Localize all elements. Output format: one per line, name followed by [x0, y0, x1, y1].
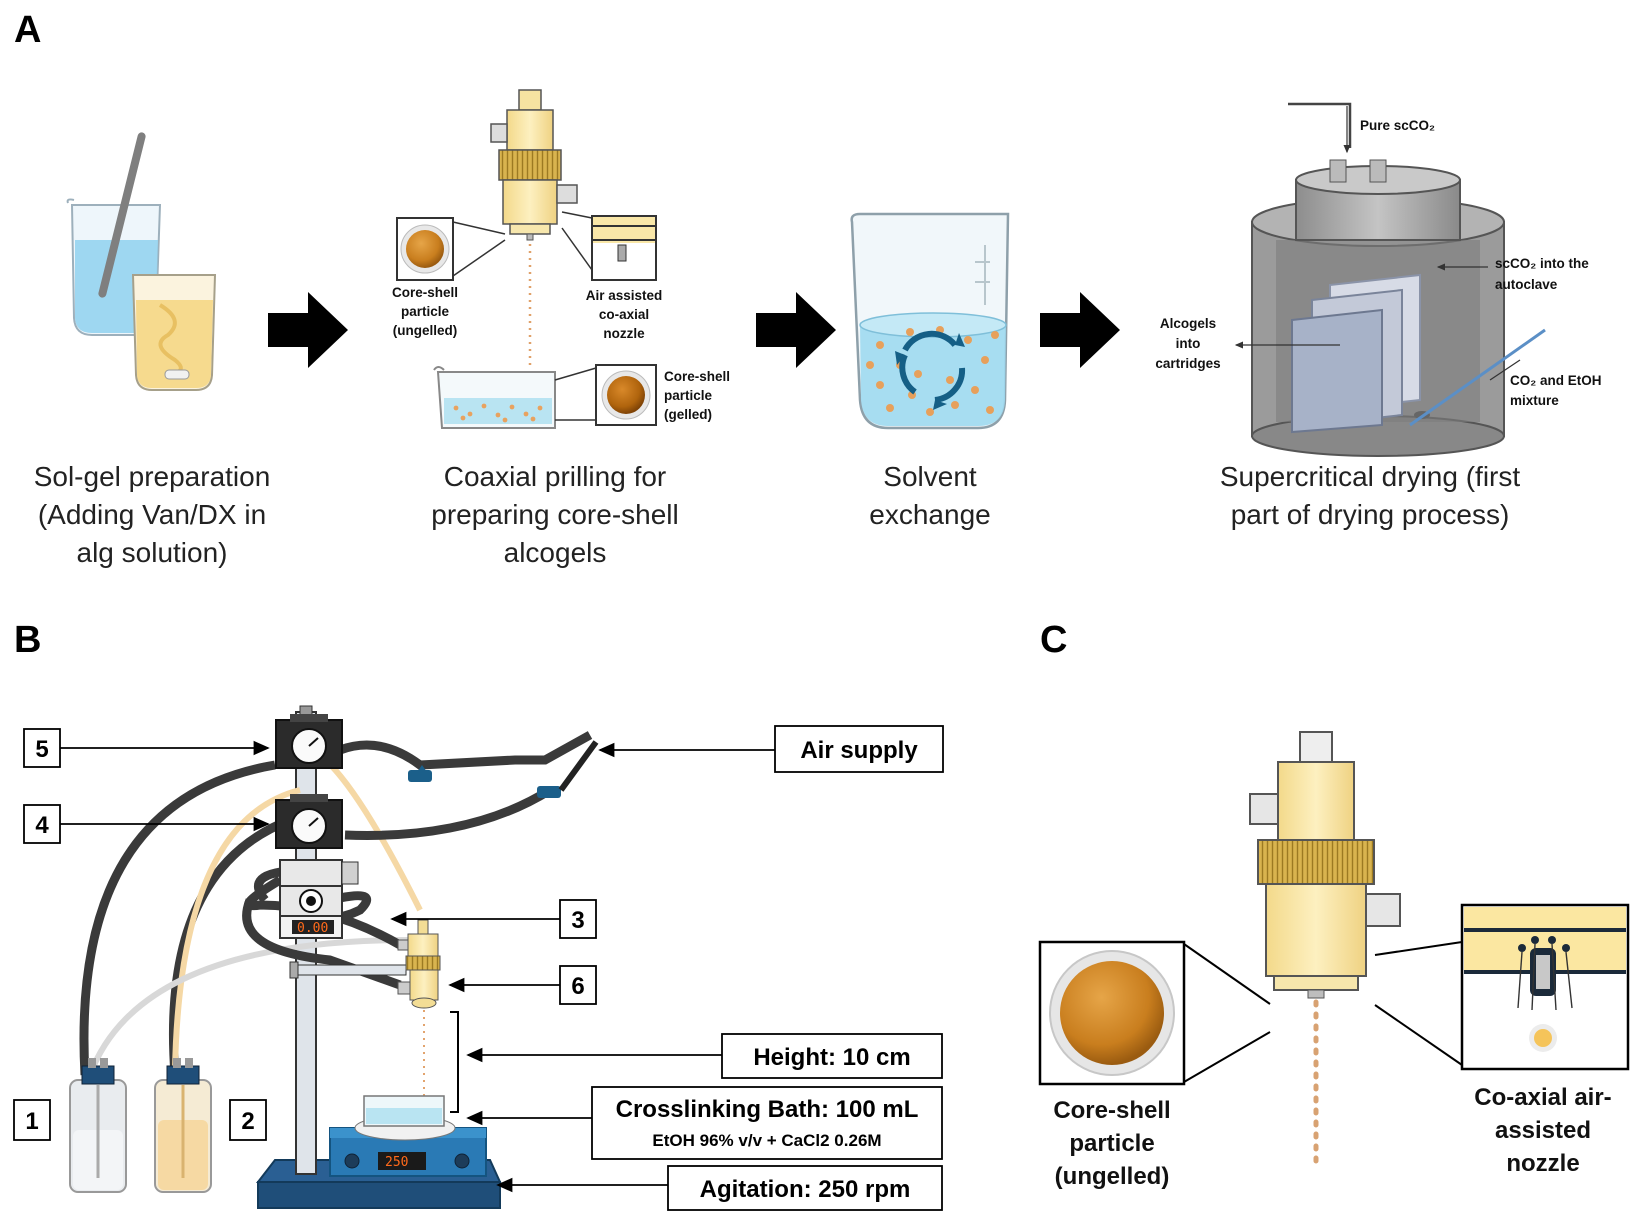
panel-a-letter: A — [14, 9, 41, 51]
panel-c-particle-label-1: Core-shell — [1053, 1097, 1170, 1124]
prilling-setup-illustration — [69, 705, 599, 1209]
mixture-label-1: CO₂ and EtOH — [1510, 373, 1602, 388]
cartridges-label-2: into — [1176, 336, 1201, 351]
gelled-label-1: Core-shell — [664, 369, 730, 384]
ungelled-label-2: particle — [401, 304, 450, 319]
ungelled-label-1: Core-shell — [392, 285, 458, 300]
bath-title-label: Crosslinking Bath: 100 mL — [616, 1096, 919, 1123]
label-6: 6 — [571, 973, 584, 1000]
step1-caption-line3: alg solution) — [77, 537, 228, 568]
gelling-bath-illustration — [433, 364, 657, 429]
step1-caption-line1: Sol-gel preparation — [34, 461, 271, 492]
ungelled-label-3: (ungelled) — [393, 323, 458, 338]
step4-caption-line2: part of drying process) — [1231, 499, 1510, 530]
air-supply-label: Air supply — [800, 737, 918, 764]
panel-c-letter: C — [1040, 619, 1067, 661]
step3-caption-line1: Solvent — [883, 461, 977, 492]
cartridges-label-1: Alcogels — [1160, 316, 1216, 331]
panel-c-nozzle-label-1: Co-axial air- — [1474, 1084, 1611, 1111]
cartridges-label-3: cartridges — [1155, 356, 1220, 371]
height-label: Height: 10 cm — [753, 1044, 910, 1071]
solvent-exchange-beaker-illustration — [850, 212, 1010, 430]
scco2-into-label-1: scCO₂ into the — [1495, 256, 1589, 271]
panel-c-nozzle-label-2: assisted — [1495, 1117, 1591, 1144]
label-2: 2 — [241, 1108, 254, 1135]
step4-caption-line1: Supercritical drying (first — [1220, 461, 1521, 492]
setup-label-boxes — [591, 725, 944, 1211]
pure-scco2-label: Pure scCO₂ — [1360, 118, 1435, 133]
autoclave-illustration — [1234, 102, 1546, 457]
label-1: 1 — [25, 1108, 38, 1135]
agitation-label: Agitation: 250 rpm — [700, 1176, 911, 1203]
pump-display: 0.00 — [297, 921, 328, 936]
label-4: 4 — [35, 812, 49, 839]
nozzle-label-2: co-axial — [599, 307, 649, 322]
panel-c-particle-label-3: (ungelled) — [1055, 1163, 1170, 1190]
panel-c-nozzle-label-3: nozzle — [1506, 1150, 1579, 1177]
nozzle-label-3: nozzle — [603, 326, 645, 341]
nozzle-tip-inset — [561, 211, 657, 281]
step1-caption-line2: (Adding Van/DX in — [38, 499, 266, 530]
step2-caption-line1: Coaxial prilling for — [444, 461, 667, 492]
step2-caption-line2: preparing core-shell — [431, 499, 678, 530]
label-5: 5 — [35, 736, 48, 763]
gelled-label-2: particle — [664, 388, 713, 403]
bath-sub-label: EtOH 96% v/v + CaCl2 0.26M — [652, 1131, 881, 1150]
mixture-label-2: mixture — [1510, 393, 1559, 408]
step3-caption-line2: exchange — [869, 499, 990, 530]
step2-caption-line3: alcogels — [504, 537, 607, 568]
nozzle-tip-zoom-inset — [1374, 903, 1630, 1071]
ungelled-particle-inset — [396, 217, 506, 281]
prilling-nozzle-illustration — [490, 89, 578, 370]
panel-c-particle-label-2: particle — [1069, 1130, 1154, 1157]
process-arrow-1 — [268, 292, 348, 368]
coaxial-nozzle-large — [1249, 731, 1401, 1165]
stirrer-display: 250 — [385, 1155, 408, 1170]
gelled-label-3: (gelled) — [664, 407, 712, 422]
ungelled-particle-zoom-inset — [1038, 940, 1271, 1086]
setup-pointer-arrows — [60, 740, 775, 1193]
process-arrow-2 — [756, 292, 836, 368]
panel-b-letter: B — [14, 619, 41, 661]
label-3: 3 — [571, 907, 584, 934]
scco2-into-label-2: autoclave — [1495, 277, 1558, 292]
process-arrow-3 — [1040, 292, 1120, 368]
nozzle-label-1: Air assisted — [586, 288, 663, 303]
setup-number-boxes — [13, 728, 597, 1141]
sol-gel-beakers-illustration — [66, 132, 217, 391]
